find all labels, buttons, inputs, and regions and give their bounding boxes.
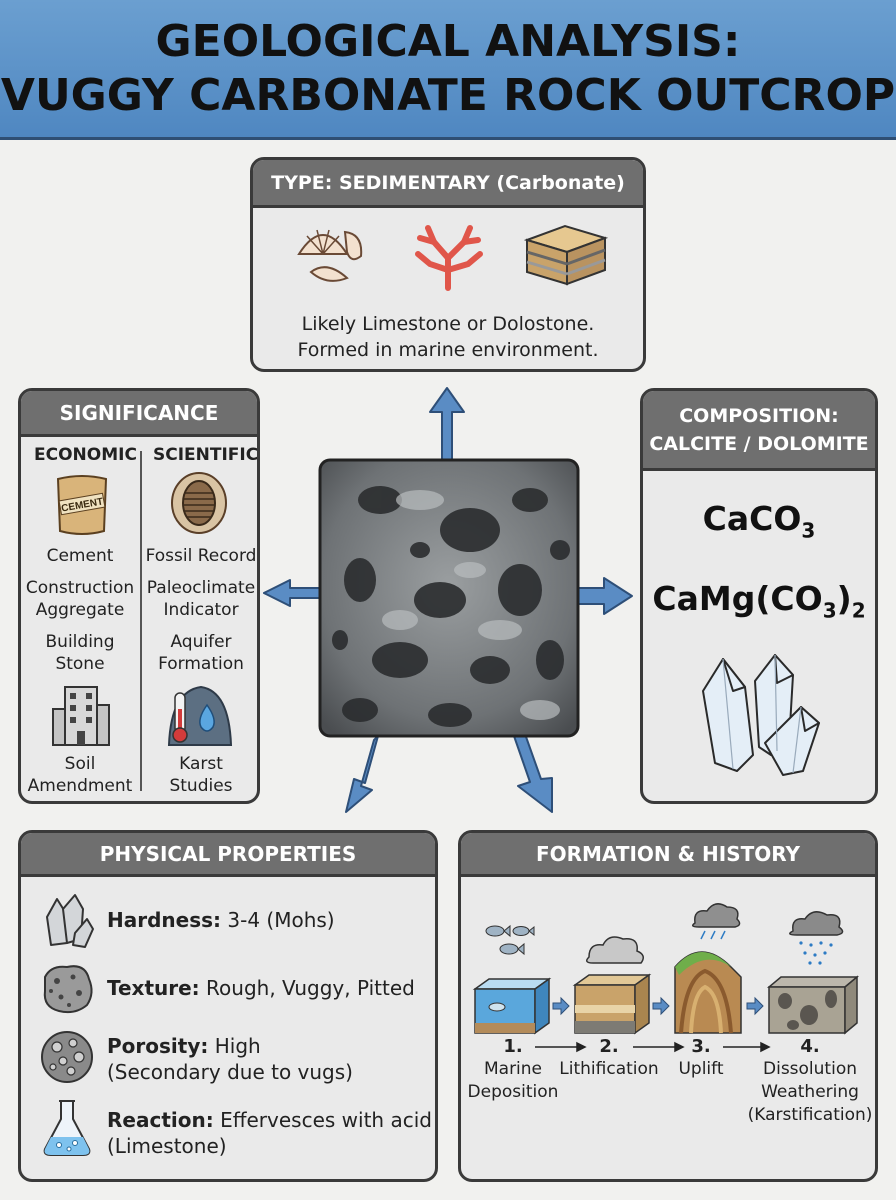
cement-bag-icon: CEMENT <box>56 475 108 535</box>
composition-panel: COMPOSITION: CALCITE / DOLOMITE CaCO3 Ca… <box>640 388 878 804</box>
step-arrow-icon <box>552 996 570 1016</box>
dolomite-formula: CaMg(CO3)2 <box>652 579 866 623</box>
type-panel: TYPE: SEDIMENTARY (Carbonate) Likely Lim… <box>250 157 646 372</box>
reaction-row: Reaction: Effervesces with acid (Limesto… <box>107 1108 432 1158</box>
type-description-2: Formed in marine environment. <box>297 339 599 361</box>
karst-block-icon <box>766 975 860 1035</box>
acid-flask-icon <box>43 1100 91 1156</box>
scientific-item-1: Fossil Record <box>145 546 257 566</box>
significance-panel: SIGNIFICANCE ECONOMIC SCIENTIFIC CEMENT … <box>18 388 260 804</box>
formation-illustration <box>472 903 860 1035</box>
formation-step-2: 2. Lithification <box>559 1036 659 1079</box>
calcite-formula: CaCO3 <box>702 499 816 543</box>
rain-cloud-icon <box>692 903 741 928</box>
ocean-block-icon <box>472 977 552 1035</box>
trilobite-fossil-icon <box>171 472 227 534</box>
crystal-icon <box>702 654 820 776</box>
storm-cloud-icon <box>789 911 844 936</box>
arrow-down-left-icon <box>345 735 379 813</box>
physical-properties-panel: PHYSICAL PROPERTIES Hardness: 3-4 (Mohs)… <box>18 830 438 1182</box>
coral-icon <box>415 225 483 291</box>
economic-header: ECONOMIC <box>34 445 137 465</box>
type-description-1: Likely Limestone or Dolostone. <box>301 313 595 335</box>
formation-step-3: 3. Uplift <box>678 1036 724 1079</box>
porous-sphere-icon <box>41 1031 93 1083</box>
uplift-mountain-icon <box>674 951 742 1034</box>
hardness-row: Hardness: 3-4 (Mohs) <box>107 908 335 932</box>
arrow-up-icon <box>429 387 465 461</box>
title-banner: GEOLOGICAL ANALYSIS: VUGGY CARBONATE ROC… <box>0 0 896 140</box>
sediment-block-icon <box>572 973 652 1035</box>
texture-row: Texture: Rough, Vuggy, Pitted <box>107 976 415 1000</box>
crystal-hardness-icon <box>46 894 94 948</box>
formation-history-panel: FORMATION & HISTORY <box>458 830 878 1182</box>
arrow-down-right-icon <box>513 733 553 813</box>
title-line-1: GEOLOGICAL ANALYSIS: <box>155 15 741 67</box>
composition-title: COMPOSITION: CALCITE / DOLOMITE <box>643 391 875 471</box>
scientific-header: SCIENTIFIC <box>153 445 259 465</box>
formation-step-1: 1. Marine Deposition <box>467 1036 559 1102</box>
cloud-icon <box>586 936 644 964</box>
economic-item-1: Cement <box>46 546 114 566</box>
type-panel-title: TYPE: SEDIMENTARY (Carbonate) <box>253 160 643 208</box>
seashell-icon <box>297 229 363 282</box>
timeline-arrows <box>535 1041 771 1053</box>
cave-thermometer-icon <box>167 685 233 746</box>
step-arrow-icon <box>746 996 764 1016</box>
significance-title: SIGNIFICANCE <box>21 391 257 437</box>
arrow-left-shaft <box>263 579 323 607</box>
formation-history-title: FORMATION & HISTORY <box>461 833 875 877</box>
fish-icon <box>485 924 535 956</box>
step-arrow-icon <box>652 996 670 1016</box>
column-divider <box>140 451 142 791</box>
vuggy-rock-photo <box>318 458 580 738</box>
porosity-row: Porosity: High (Secondary due to vugs) <box>107 1034 353 1084</box>
rock-layers-icon <box>523 224 609 286</box>
title-line-2: VUGGY CARBONATE ROCK OUTCROP <box>0 69 896 121</box>
rough-texture-icon <box>43 965 93 1014</box>
physical-properties-title: PHYSICAL PROPERTIES <box>21 833 435 877</box>
formation-step-4: 4. Dissolution Weathering (Karstificatio… <box>747 1036 873 1125</box>
arrow-right-icon <box>575 577 633 615</box>
building-icon <box>52 686 110 746</box>
